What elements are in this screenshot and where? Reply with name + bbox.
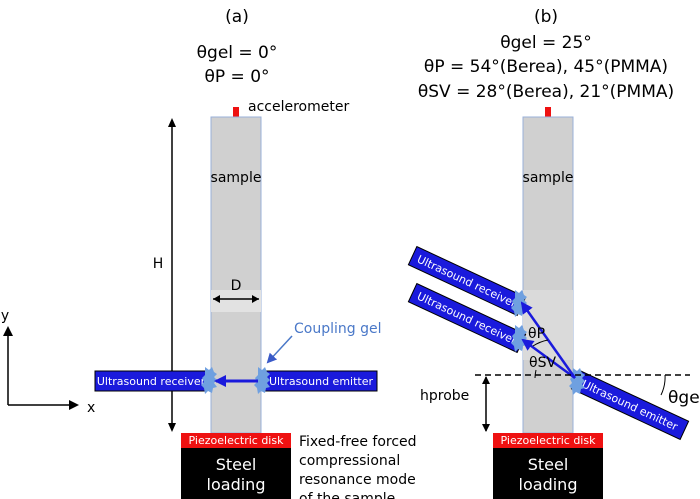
angle-arc-gel — [660, 374, 666, 396]
accelerometer-marker-b — [545, 107, 551, 117]
steel-mass-a — [181, 448, 291, 499]
diameter-band — [211, 290, 261, 312]
angle-p-label: θP — [528, 326, 545, 342]
panel-b: (b) θgel = 25° θP = 54°(Berea), 45°(PMMA… — [407, 7, 700, 499]
sample-lower-band-b — [523, 290, 573, 360]
angle-sv-label: θSV — [529, 355, 556, 371]
panel-a-theta-gel: θgel = 0° — [197, 43, 278, 63]
caption-line-4: of the sample — [299, 491, 395, 499]
emitter-label-a: Ultrasound emitter — [269, 375, 373, 388]
panel-b-theta-p: θP = 54°(Berea), 45°(PMMA) — [424, 57, 668, 77]
mass-line-1-a: Steel — [216, 455, 257, 474]
receiver-label-a: Ultrasound receiver — [97, 375, 206, 388]
mass-line-2-a: loading — [207, 475, 266, 494]
accelerometer-label: accelerometer — [248, 99, 349, 115]
steel-mass-b — [493, 448, 603, 499]
diameter-label: D — [231, 278, 242, 294]
panel-a-theta-p: θP = 0° — [204, 67, 269, 87]
caption-line-3: resonance mode — [299, 472, 416, 488]
axis-x-label: x — [87, 400, 95, 416]
h-probe-label: hprobe — [420, 388, 469, 404]
caption-line-2: compressional — [299, 453, 400, 469]
angle-arc-p — [532, 339, 549, 347]
sample-column-b — [522, 116, 574, 434]
coupling-gel-label: Coupling gel — [294, 321, 381, 337]
panel-b-theta-gel: θgel = 25° — [500, 33, 592, 53]
panel-a-label: (a) — [225, 7, 249, 27]
sample-column-a — [210, 116, 262, 434]
caption-line-1: Fixed-free forced — [299, 434, 417, 450]
piezo-label-a: Piezoelectric disk — [189, 434, 285, 447]
gel-blob-left-a — [201, 367, 217, 394]
panel-b-theta-sv: θSV = 28°(Berea), 21°(PMMA) — [418, 82, 674, 102]
gel-blob-right-a — [254, 367, 270, 394]
mass-line-3-b: mass — [527, 495, 569, 499]
sample-label-b: sample — [523, 170, 574, 186]
mass-line-2-b: loading — [519, 475, 578, 494]
panel-b-label: (b) — [534, 7, 558, 27]
emitter-label-b: Ultrasound emitter — [580, 378, 680, 434]
accelerometer-marker — [233, 107, 239, 117]
piezo-disk-b — [493, 433, 603, 448]
angle-gel-label: θgel — [668, 388, 700, 408]
height-label: H — [153, 256, 164, 272]
coupling-gel-pointer — [266, 335, 293, 364]
panel-a: (a) θgel = 0° θP = 0° accelerometer samp… — [1, 7, 417, 499]
mass-line-3-a: mass — [215, 495, 257, 499]
angle-arc-sv — [534, 369, 537, 379]
sample-label-a: sample — [211, 170, 262, 186]
p-wave-ray — [520, 301, 577, 379]
sv-wave-ray — [521, 338, 576, 380]
axis-y-label: y — [1, 308, 9, 324]
mass-line-1-b: Steel — [528, 455, 569, 474]
piezo-disk-a — [181, 433, 291, 448]
piezo-label-b: Piezoelectric disk — [501, 434, 597, 447]
